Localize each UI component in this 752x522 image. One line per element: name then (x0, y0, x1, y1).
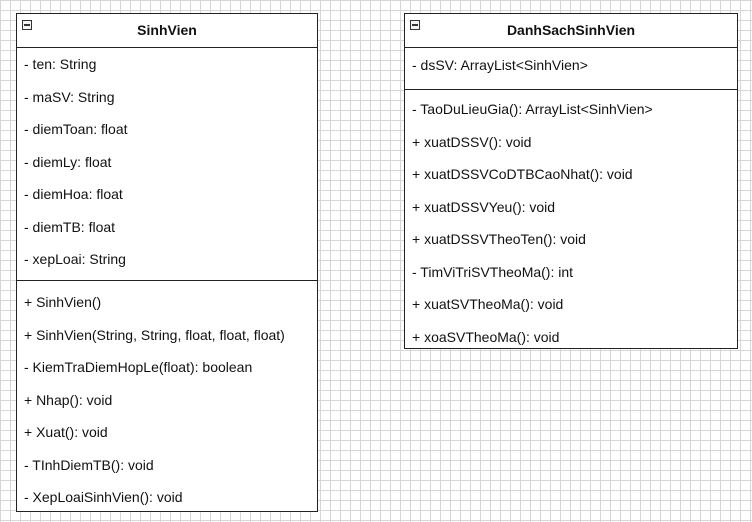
method-row[interactable]: - TaoDuLieuGia(): ArrayList<SinhVien> (412, 101, 653, 117)
class-name[interactable]: DanhSachSinhVien (506, 22, 636, 38)
method-row[interactable]: + xuatSVTheoMa(): void (412, 296, 564, 312)
method-row[interactable]: + SinhVien(String, String, float, float,… (24, 326, 285, 343)
method-row[interactable]: + Nhap(): void (24, 391, 113, 408)
attribute-row[interactable]: - ten: String (24, 56, 97, 72)
class-header: DanhSachSinhVien (405, 14, 737, 48)
attribute-row[interactable]: - dsSV: ArrayList<SinhVien> (412, 57, 588, 73)
method-row[interactable]: + xuatDSSV(): void (412, 133, 532, 150)
attribute-row[interactable]: - diemToan: float (24, 121, 128, 137)
class-name[interactable]: SinhVien (137, 22, 197, 38)
attribute-row[interactable]: - xepLoai: String (24, 251, 126, 267)
collapse-icon[interactable] (22, 20, 32, 30)
method-row[interactable]: + xoaSVTheoMa(): void (412, 328, 560, 345)
method-row[interactable]: + SinhVien() (24, 294, 102, 310)
attributes-section: - dsSV: ArrayList<SinhVien> (405, 48, 737, 90)
attribute-row[interactable]: - diemLy: float (24, 153, 112, 170)
method-row[interactable]: + Xuat(): void (24, 424, 108, 440)
method-row[interactable]: + xuatDSSVTheoTen(): void (412, 231, 586, 247)
class-header: SinhVien (17, 14, 317, 48)
class-sinhvien[interactable]: SinhVien - ten: String - maSV: String - … (16, 13, 318, 512)
method-row[interactable]: + xuatDSSVCoDTBCaoNhat(): void (412, 166, 633, 182)
method-row[interactable]: + xuatDSSVYeu(): void (412, 198, 556, 215)
method-row[interactable]: - XepLoaiSinhVien(): void (24, 489, 183, 505)
attribute-row[interactable]: - diemHoa: float (24, 186, 123, 202)
methods-section: - TaoDuLieuGia(): ArrayList<SinhVien> + … (405, 90, 737, 353)
method-row[interactable]: - TimViTriSVTheoMa(): int (412, 263, 574, 280)
attribute-row[interactable]: - diemTB: float (24, 218, 116, 235)
class-danhsachsinhvien[interactable]: DanhSachSinhVien - dsSV: ArrayList<SinhV… (404, 13, 738, 349)
method-row[interactable]: - TInhDiemTB(): void (24, 456, 154, 473)
methods-section: + SinhVien() + SinhVien(String, String, … (17, 281, 317, 514)
collapse-icon[interactable] (410, 20, 420, 30)
attribute-row[interactable]: - maSV: String (24, 88, 115, 105)
method-row[interactable]: - KiemTraDiemHopLe(float): boolean (24, 359, 253, 375)
attributes-section: - ten: String - maSV: String - diemToan:… (17, 48, 317, 281)
